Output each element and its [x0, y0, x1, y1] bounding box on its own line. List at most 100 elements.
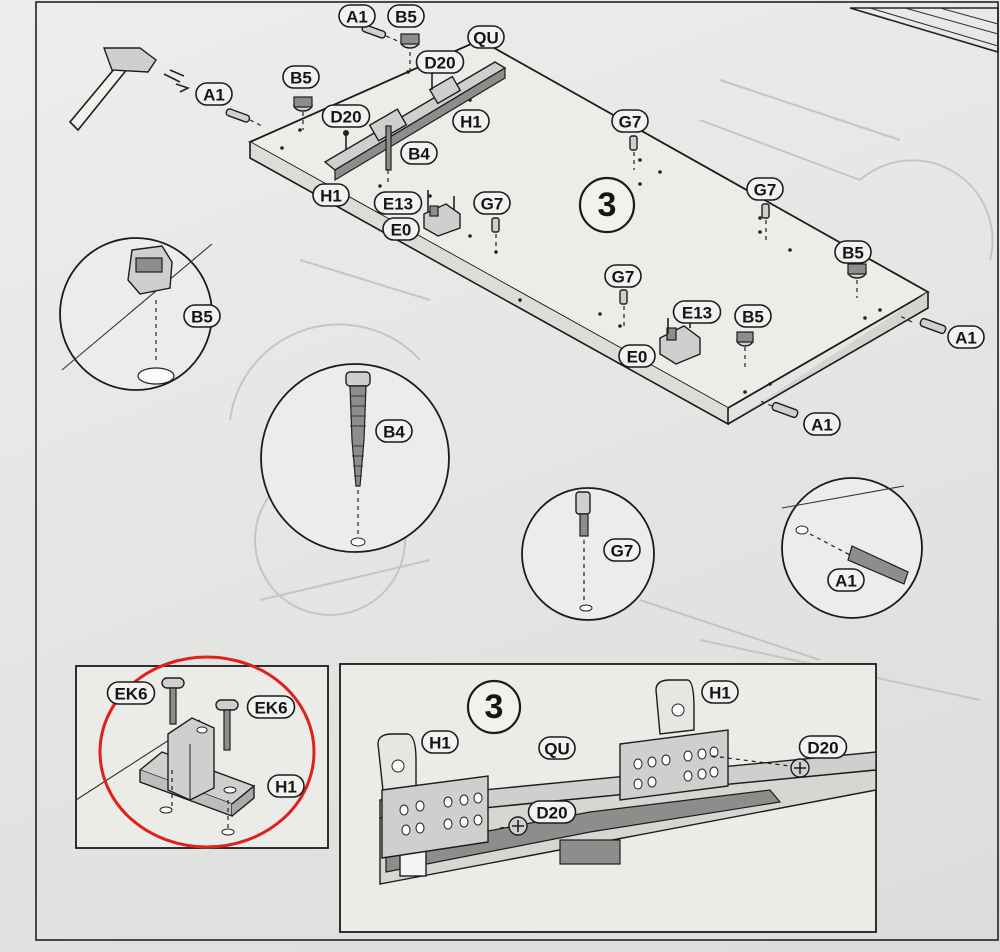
step-number-badge	[578, 176, 636, 234]
part-label-text: B5	[742, 308, 764, 327]
label-ek6: EK6	[246, 695, 296, 719]
label-h1-text: H1	[429, 734, 451, 753]
label-h1: H1	[421, 730, 459, 754]
part-label-text: B5	[842, 244, 864, 263]
part-label: B5	[282, 65, 320, 89]
pin-g7	[761, 203, 770, 240]
part-label-text: G7	[612, 268, 635, 287]
cam-lock-b5	[847, 263, 867, 279]
part-label: G7	[604, 264, 642, 288]
part-label-text: H1	[460, 113, 482, 132]
detail-label-g7-text: G7	[611, 542, 634, 561]
detail-label-a1: A1	[827, 568, 865, 592]
part-label-text: B4	[408, 145, 430, 164]
label-d20: D20	[798, 735, 848, 759]
label-d20-text: D20	[536, 804, 567, 823]
cam-lock-b5	[400, 33, 420, 49]
part-label: D20	[321, 104, 371, 128]
part-label-text: D20	[424, 54, 455, 73]
pin-g7	[629, 135, 638, 170]
highlight-circle	[98, 655, 316, 849]
detail-label-b5: B5	[183, 304, 221, 328]
part-label: A1	[195, 82, 233, 106]
part-label-text: E0	[627, 348, 648, 367]
label-qu-text: QU	[544, 740, 570, 759]
hammer-icon	[68, 47, 191, 132]
bottom-step-number: 3	[485, 688, 504, 726]
detail-b5	[59, 237, 213, 391]
part-label-text: G7	[754, 181, 777, 200]
part-label: B5	[734, 304, 772, 328]
step-number: 3	[598, 186, 617, 224]
part-label: A1	[338, 4, 376, 28]
ghost-background	[229, 79, 994, 701]
part-label-text: A1	[955, 329, 977, 348]
part-label: QU	[467, 25, 505, 49]
part-label: E13	[672, 300, 722, 324]
part-label: A1	[803, 412, 841, 436]
screw-d20	[711, 755, 810, 778]
label-ek6: EK6	[106, 681, 156, 705]
part-label: E0	[618, 344, 656, 368]
label-h1: H1	[267, 774, 305, 798]
part-label-text: A1	[203, 86, 225, 105]
part-label: E13	[373, 191, 423, 215]
part-label: H1	[312, 183, 350, 207]
part-label-text: E13	[383, 195, 413, 214]
label-h1: H1	[701, 680, 739, 704]
step-number-badge	[466, 679, 522, 735]
part-label-text: B5	[290, 69, 312, 88]
bottom-right-detail	[339, 663, 877, 933]
label-d20-text: D20	[807, 739, 838, 758]
part-label-text: A1	[346, 8, 368, 27]
panel-fittings	[225, 24, 947, 419]
part-label: G7	[746, 177, 784, 201]
detail-a1	[781, 477, 923, 619]
corner-panel	[849, 7, 999, 54]
pin-g7	[619, 289, 628, 326]
detail-label-b4: B4	[375, 419, 413, 443]
label-qu: QU	[538, 736, 576, 760]
detail-label-a1-text: A1	[835, 572, 857, 591]
part-label: G7	[473, 191, 511, 215]
detail-g7	[521, 487, 655, 621]
label-ek6-text: EK6	[114, 685, 147, 704]
part-label: G7	[611, 109, 649, 133]
part-label-text: G7	[619, 113, 642, 132]
detail-label-g7: G7	[603, 538, 641, 562]
part-label: B4	[400, 141, 438, 165]
page-border	[35, 1, 999, 941]
cam-lock-b5	[293, 96, 313, 112]
drawer-rail	[323, 61, 507, 182]
label-ek6-text: EK6	[254, 699, 287, 718]
part-label-text: H1	[320, 187, 342, 206]
detail-b4	[260, 363, 450, 553]
part-label: E0	[382, 217, 420, 241]
detail-label-b5-text: B5	[191, 308, 213, 327]
part-label: B5	[834, 240, 872, 264]
cam-lock-b5	[736, 331, 754, 347]
label-h1-text: H1	[275, 778, 297, 797]
detail-label-b4-text: B4	[383, 423, 405, 442]
part-label-text: G7	[481, 195, 504, 214]
part-label-text: E0	[391, 221, 412, 240]
label-h1-text: H1	[709, 684, 731, 703]
part-label-text: E13	[682, 304, 712, 323]
part-label: H1	[452, 109, 490, 133]
clip-e13	[659, 325, 701, 365]
clip-e13	[423, 203, 461, 237]
label-d20: D20	[527, 800, 577, 824]
pin-g7	[491, 217, 500, 252]
part-label: A1	[947, 325, 985, 349]
part-label: B5	[387, 4, 425, 28]
part-label-text: D20	[330, 108, 361, 127]
part-label: D20	[415, 50, 465, 74]
screw-d20	[499, 816, 528, 836]
part-label-text: B5	[395, 8, 417, 27]
part-label-text: A1	[811, 416, 833, 435]
part-label-text: QU	[473, 29, 499, 48]
